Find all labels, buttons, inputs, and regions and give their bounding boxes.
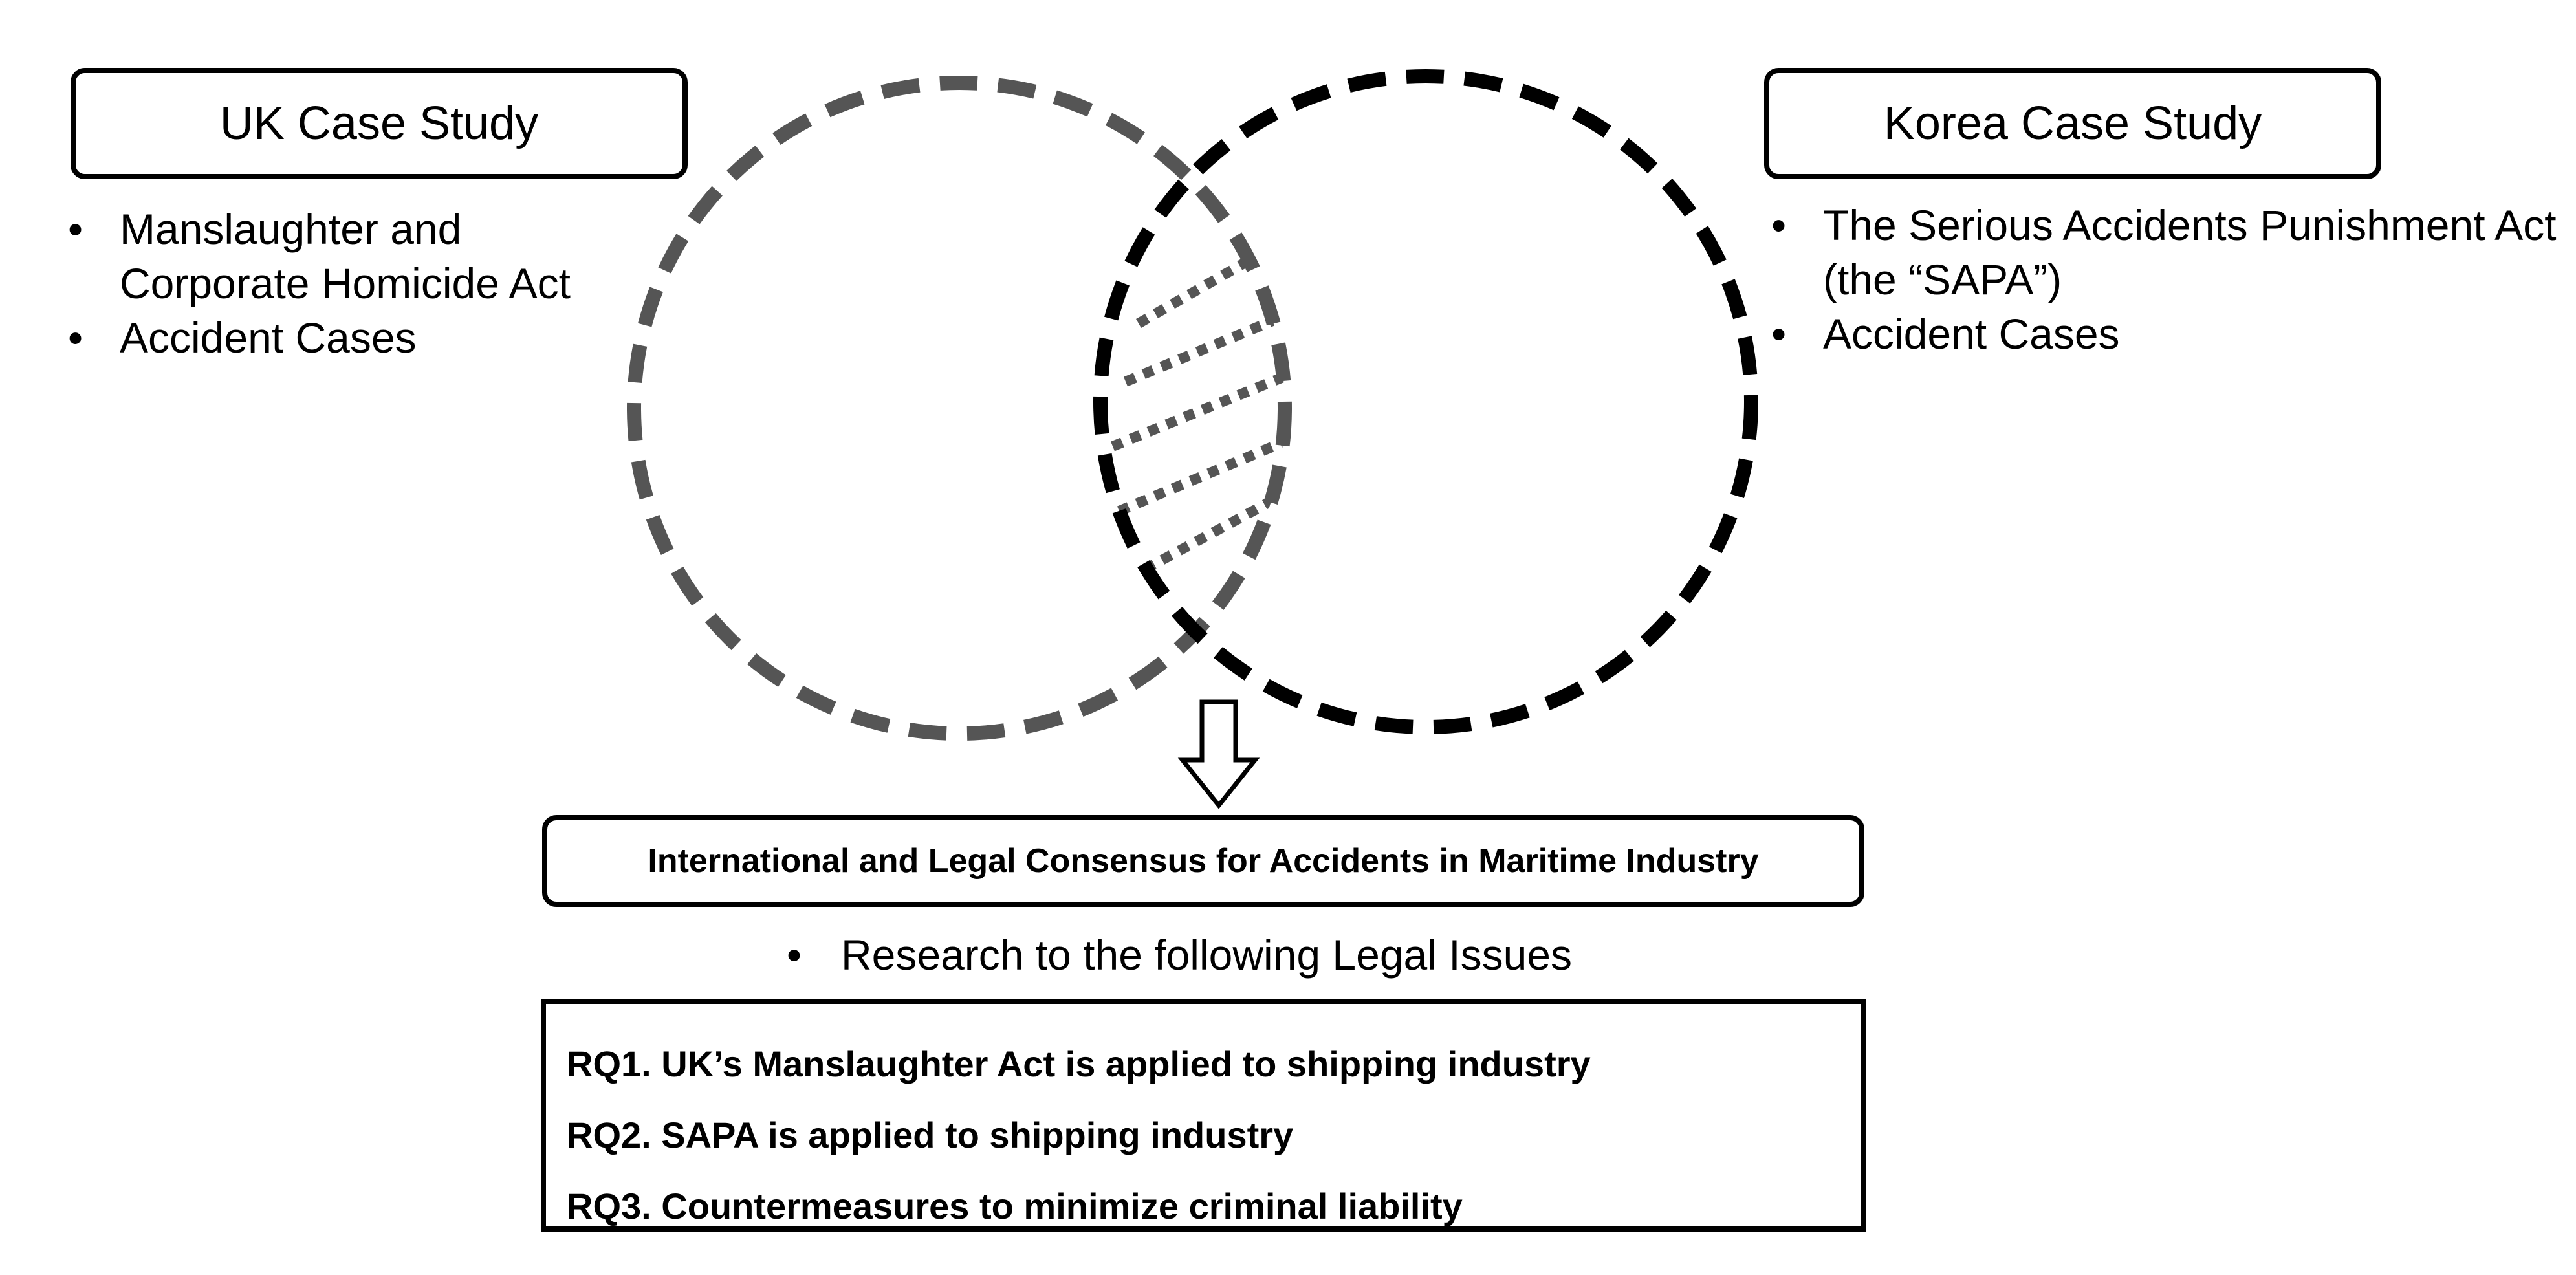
consensus-title: International and Legal Consensus for Ac… bbox=[542, 815, 1864, 907]
bullet-dot: • bbox=[787, 931, 802, 979]
down-arrow-icon bbox=[1177, 699, 1260, 809]
left-circle-overlap-arc bbox=[627, 76, 1292, 741]
uk-bullet-item: Manslaughter and Corporate Homicide Act bbox=[68, 202, 637, 311]
korea-bullet-item: Accident Cases bbox=[1771, 307, 2560, 361]
korea-bullet-list: The Serious Accidents Punishment Act (th… bbox=[1771, 198, 2560, 361]
research-question: RQ1. UK’s Manslaughter Act is applied to… bbox=[567, 1043, 1591, 1084]
research-bullet: • Research to the following Legal Issues bbox=[787, 929, 1822, 981]
korea-bullet-item: The Serious Accidents Punishment Act (th… bbox=[1771, 198, 2560, 307]
uk-case-study-title: UK Case Study bbox=[71, 68, 688, 179]
uk-bullet-list: Manslaughter and Corporate Homicide Act … bbox=[68, 202, 637, 365]
research-questions-box: RQ1. UK’s Manslaughter Act is applied to… bbox=[541, 999, 1866, 1232]
research-question: RQ2. SAPA is applied to shipping industr… bbox=[567, 1115, 1294, 1155]
uk-bullet-item: Accident Cases bbox=[68, 311, 637, 365]
right-circle bbox=[1093, 69, 1758, 734]
research-bullet-text: Research to the following Legal Issues bbox=[841, 931, 1572, 979]
korea-case-study-title: Korea Case Study bbox=[1764, 68, 2381, 179]
research-question: RQ3. Countermeasures to minimize crimina… bbox=[567, 1186, 1463, 1226]
overlap-hatching bbox=[1110, 241, 1285, 574]
